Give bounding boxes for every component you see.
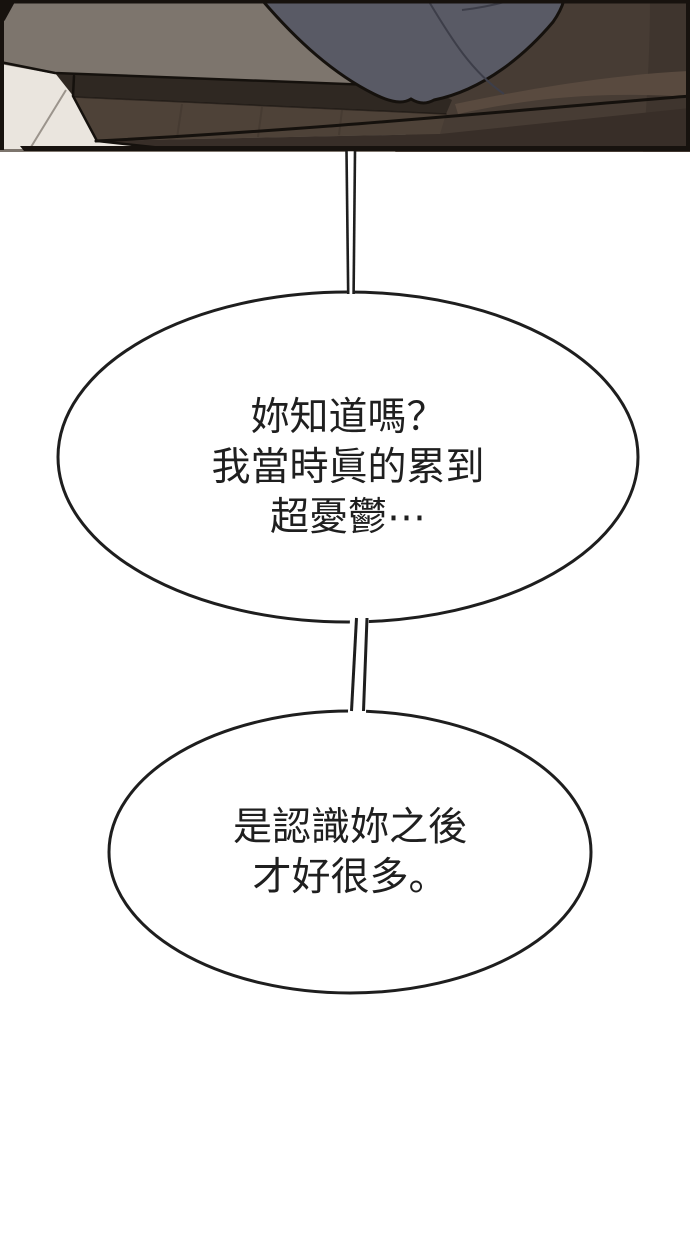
panel-frame	[0, 0, 690, 151]
dialogue-line: 妳知道嗎？	[250, 396, 446, 439]
garment-outline	[260, 0, 566, 105]
bubble-1-tail	[345, 150, 357, 295]
table-outlines	[0, 60, 690, 150]
dialogue-line: 超憂鬱⋯	[269, 496, 426, 539]
background-light-band	[455, 71, 690, 114]
dialogue-line: 才好很多。	[252, 856, 448, 899]
bubble-2-text: 是認識妳之後 才好很多。	[110, 803, 590, 903]
bubble-1-text: 妳知道嗎？ 我當時眞的累到 超憂鬱⋯	[58, 393, 638, 543]
speech-bubbles	[56, 150, 640, 995]
panel-scene	[0, 0, 690, 152]
table-top-face	[55, 73, 452, 114]
dialogue-line: 我當時眞的累到	[211, 446, 485, 489]
table-shadow-band	[96, 108, 690, 148]
bubble-connector	[350, 617, 369, 712]
floor-line	[30, 89, 67, 148]
floor-cream	[0, 64, 162, 149]
dialogue-line: 是認識妳之後	[232, 806, 467, 849]
